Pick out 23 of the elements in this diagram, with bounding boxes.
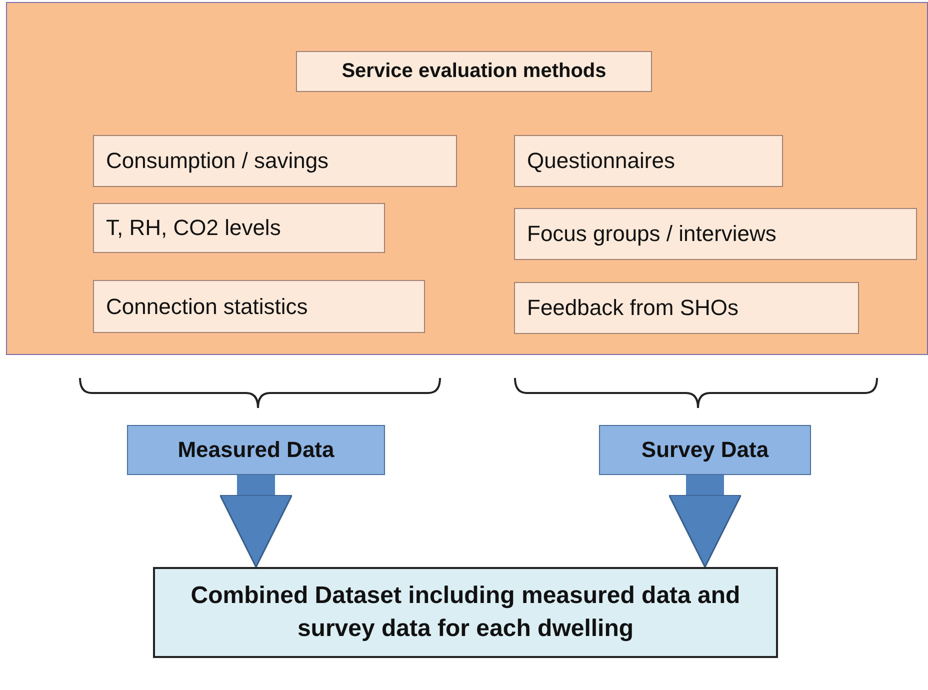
method-box <box>93 135 457 187</box>
block-arrow <box>219 475 293 568</box>
method-box <box>514 208 917 260</box>
box-label: Survey Data <box>641 437 769 463</box>
method-box <box>93 280 425 333</box>
method-box <box>93 203 385 253</box>
block-arrow <box>668 475 742 568</box>
box-label: T, RH, CO2 levels <box>106 215 281 241</box>
category-box <box>127 425 385 475</box>
box-label: Connection statistics <box>106 294 308 320</box>
box-label: Measured Data <box>178 437 334 463</box>
box-label: Questionnaires <box>527 148 675 174</box>
methods-panel <box>6 2 928 355</box>
method-box <box>514 282 859 334</box>
category-box <box>599 425 811 475</box>
box-label: Consumption / savings <box>106 148 329 174</box>
method-box <box>514 135 783 187</box>
box-label: Combined Dataset including measured data and survey data for each dwelling <box>190 581 742 644</box>
heading-box <box>296 51 652 92</box>
box-label: Focus groups / interviews <box>527 221 776 247</box>
result-box <box>153 567 778 658</box>
heading-text: Service evaluation methods <box>342 60 606 83</box>
box-label: Feedback from SHOs <box>527 295 739 321</box>
